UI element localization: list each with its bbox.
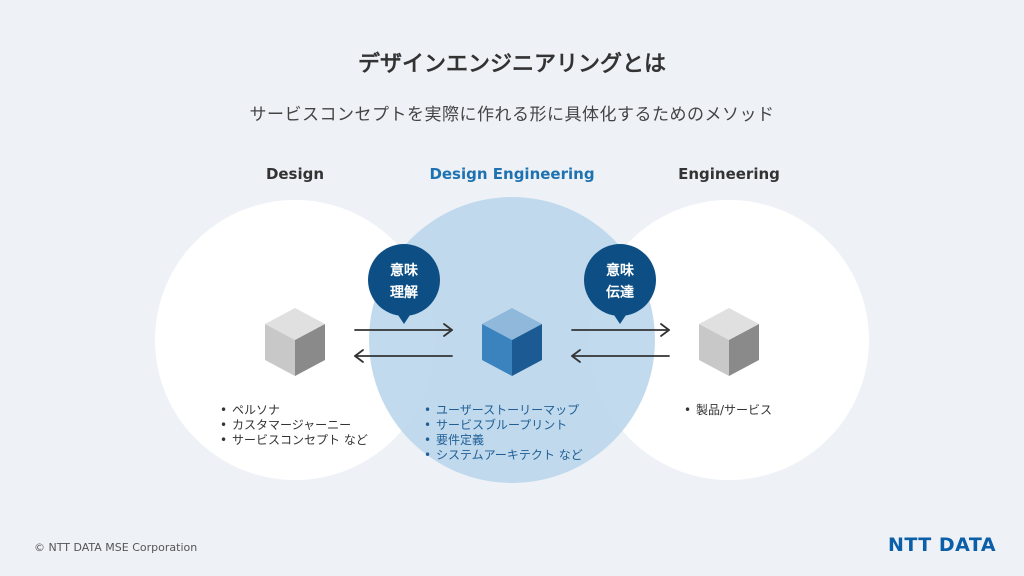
list-item: サービスブループリント (424, 418, 583, 433)
list-item: カスタマージャーニー (220, 418, 368, 433)
list-item: ペルソナ (220, 403, 368, 418)
list-item: ユーザーストーリーマップ (424, 403, 583, 418)
arrow-left-icon-left (354, 349, 453, 363)
speech-bubble-icon-left (368, 244, 440, 324)
bubble-right-label: 意味 伝達 (585, 260, 655, 304)
arrow-right-icon-left (354, 323, 453, 337)
list-item: 要件定義 (424, 433, 583, 448)
page-title: デザインエンジニアリングとは (357, 52, 666, 77)
bubble-right-line-1: 意味 (606, 263, 634, 279)
cube-gray-icon-left (265, 308, 325, 376)
column-label-design-engineering: Design Engineering (429, 165, 595, 183)
bubble-left-line-2: 理解 (390, 285, 418, 301)
cube-gray-icon-right (699, 308, 759, 376)
arrow-right-icon-right (571, 323, 670, 337)
bubble-left-label: 意味 理解 (369, 260, 439, 304)
page-subtitle: サービスコンセプトを実際に作れる形に具体化するためのメソッド (249, 105, 775, 125)
copyright-footer: © NTT DATA MSE Corporation (34, 541, 198, 554)
column-label-design: Design (265, 165, 325, 183)
bubble-right-line-2: 伝達 (606, 285, 634, 301)
list-item: サービスコンセプト など (220, 433, 368, 448)
bubble-left-line-1: 意味 (390, 263, 418, 279)
speech-bubble-icon-right (584, 244, 656, 324)
design-engineering-list: ユーザーストーリーマップ サービスブループリント 要件定義 システムアーキテクト… (424, 403, 583, 463)
engineering-list: 製品/サービス (684, 403, 772, 418)
list-item: 製品/サービス (684, 403, 772, 418)
list-item: システムアーキテクト など (424, 448, 583, 463)
arrow-left-icon-right (571, 349, 670, 363)
design-list: ペルソナ カスタマージャーニー サービスコンセプト など (220, 403, 368, 448)
column-label-engineering: Engineering (678, 165, 780, 183)
ntt-data-logo: NTT DATA (888, 534, 997, 556)
cube-blue-icon (482, 308, 542, 376)
